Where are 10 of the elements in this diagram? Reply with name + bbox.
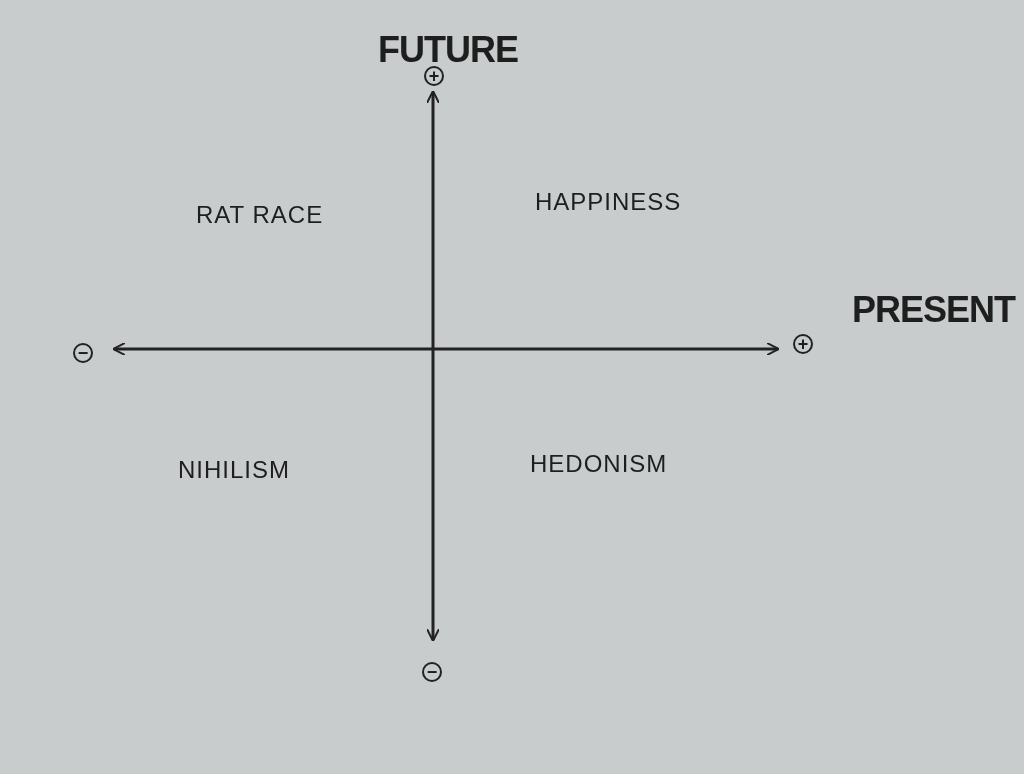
quadrant-label: HEDONISM (530, 452, 668, 476)
axis-end-sign: − (73, 343, 93, 363)
axis-end-sign: + (424, 66, 444, 86)
axis-title: PRESENT (852, 292, 1016, 328)
axis-title: FUTURE (378, 32, 518, 68)
quadrant-label: RAT RACE (196, 203, 324, 227)
axis-end-sign: − (422, 662, 442, 682)
quadrant-label: NIHILISM (178, 458, 290, 482)
quadrant-label: HAPPINESS (535, 190, 682, 214)
axis-end-sign: + (793, 334, 813, 354)
